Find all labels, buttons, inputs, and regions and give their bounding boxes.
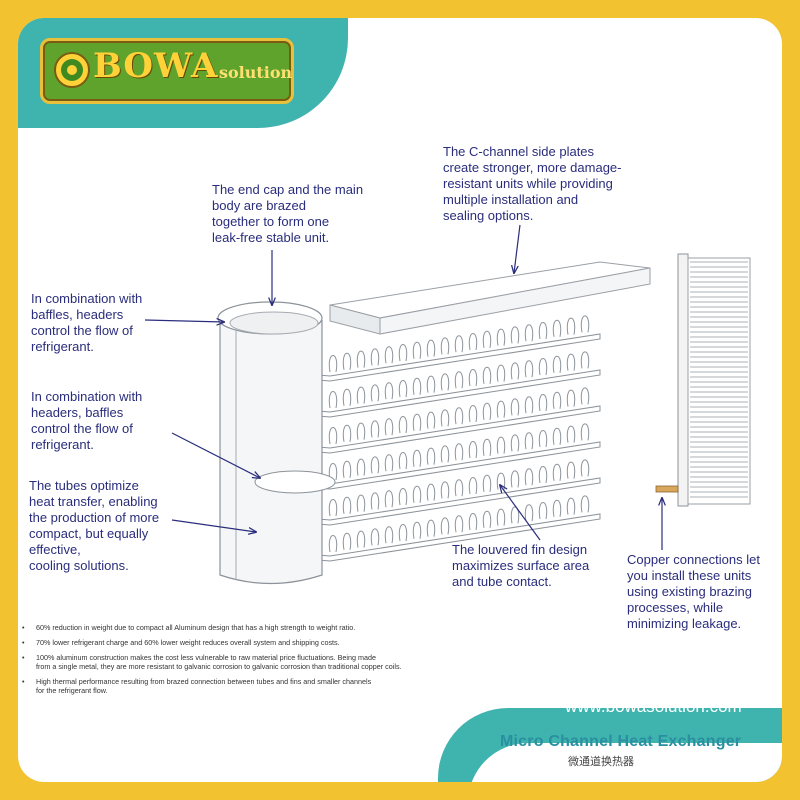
side-plate <box>329 261 651 335</box>
louvered-fin <box>328 495 590 553</box>
callout-side-plates: The C-channel side plates create stronge… <box>443 144 622 223</box>
callout-tubes: The tubes optimize heat transfer, enabli… <box>29 478 160 573</box>
gear-icon <box>54 52 90 88</box>
callout-baffles: In combination with headers, baffles con… <box>31 389 143 452</box>
brand-name: BOWA <box>93 46 219 86</box>
brand-suffix: solution <box>219 63 293 82</box>
callout-copper: Copper connections let you install these… <box>627 552 760 631</box>
callout-fins: The louvered fin design maximizes surfac… <box>452 542 590 589</box>
side-view-unit <box>655 253 751 507</box>
header-banner: BOWA solution <box>18 18 348 128</box>
arrow-side-plates <box>514 224 521 273</box>
louvered-fin <box>328 459 590 517</box>
louvered-fin <box>328 315 590 373</box>
callout-headers: In combination with baffles, headers con… <box>31 291 143 354</box>
louvered-fin <box>328 387 590 445</box>
header-cylinder <box>217 301 336 585</box>
arrow-headers <box>144 320 224 322</box>
brand-logo: BOWA solution <box>40 38 294 104</box>
feature-item: •70% lower refrigerant charge and 60% lo… <box>22 638 340 647</box>
feature-item: •100% aluminum construction makes the co… <box>22 653 402 671</box>
feature-item: •60% reduction in weight due to compact … <box>22 623 356 632</box>
arrow-fins <box>500 485 541 541</box>
feature-list: •60% reduction in weight due to compact … <box>22 623 492 701</box>
website-link[interactable]: www.bowasolution.com <box>565 697 742 716</box>
product-title-cn: 微通道换热器 <box>568 755 634 768</box>
content-card: BOWA solution <box>18 18 782 782</box>
arrow-baffles <box>171 432 260 478</box>
louvered-fin <box>328 423 590 481</box>
product-title: Micro Channel Heat Exchanger <box>500 733 742 750</box>
callout-end-cap: The end cap and the main body are brazed… <box>212 182 364 245</box>
feature-item: •High thermal performance resulting from… <box>22 677 372 695</box>
arrow-tubes <box>171 519 256 532</box>
louvered-fin <box>328 351 590 409</box>
footer-panel <box>468 743 782 782</box>
